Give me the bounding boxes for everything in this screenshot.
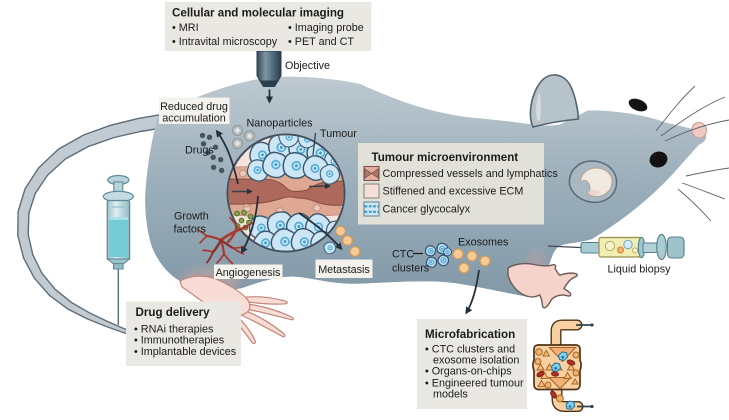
- svg-text:accumulation: accumulation: [162, 113, 226, 125]
- svg-text:Stiffened and excessive ECM: Stiffened and excessive ECM: [383, 186, 524, 198]
- svg-text:Angiogenesis: Angiogenesis: [216, 267, 281, 279]
- svg-text:Metastasis: Metastasis: [318, 264, 370, 276]
- svg-text:• Engineered tumour: • Engineered tumour: [425, 378, 524, 390]
- svg-text:• PET and CT: • PET and CT: [288, 36, 354, 48]
- svg-text:Microfabrication: Microfabrication: [425, 328, 515, 341]
- svg-text:Tumour microenvironment: Tumour microenvironment: [372, 151, 519, 164]
- svg-text:Nanoparticles: Nanoparticles: [247, 118, 314, 130]
- svg-text:• Intravital microscopy: • Intravital microscopy: [172, 36, 278, 48]
- svg-text:Reduced drug: Reduced drug: [160, 101, 228, 113]
- svg-text:Exosomes: Exosomes: [458, 237, 509, 249]
- svg-text:Liquid biopsy: Liquid biopsy: [607, 264, 671, 276]
- svg-text:factors: factors: [174, 224, 207, 236]
- svg-text:Drug delivery: Drug delivery: [136, 306, 211, 319]
- svg-text:Cancer glycocalyx: Cancer glycocalyx: [383, 204, 471, 216]
- svg-text:• RNAi therapies: • RNAi therapies: [134, 324, 214, 336]
- svg-text:Cellular and molecular imaging: Cellular and molecular imaging: [172, 7, 344, 20]
- svg-text:Drugs: Drugs: [185, 145, 214, 157]
- svg-text:clusters: clusters: [392, 263, 430, 275]
- svg-text:models: models: [433, 389, 468, 401]
- svg-text:exosome isolation: exosome isolation: [433, 355, 519, 367]
- svg-text:Growth: Growth: [174, 211, 209, 223]
- svg-text:• Implantable devices: • Implantable devices: [134, 346, 237, 358]
- svg-text:Objective: Objective: [285, 60, 330, 72]
- svg-text:• CTC clusters and: • CTC clusters and: [425, 344, 515, 356]
- svg-text:• Imaging probe: • Imaging probe: [288, 22, 364, 34]
- svg-text:• Organs-on-chips: • Organs-on-chips: [425, 366, 512, 378]
- svg-text:CTC: CTC: [392, 249, 414, 261]
- svg-text:• MRI: • MRI: [172, 22, 199, 34]
- svg-text:Tumour: Tumour: [320, 128, 357, 140]
- svg-text:• Immunotherapies: • Immunotherapies: [134, 335, 225, 347]
- svg-text:Compressed vessels and lymphat: Compressed vessels and lymphatics: [383, 168, 559, 180]
